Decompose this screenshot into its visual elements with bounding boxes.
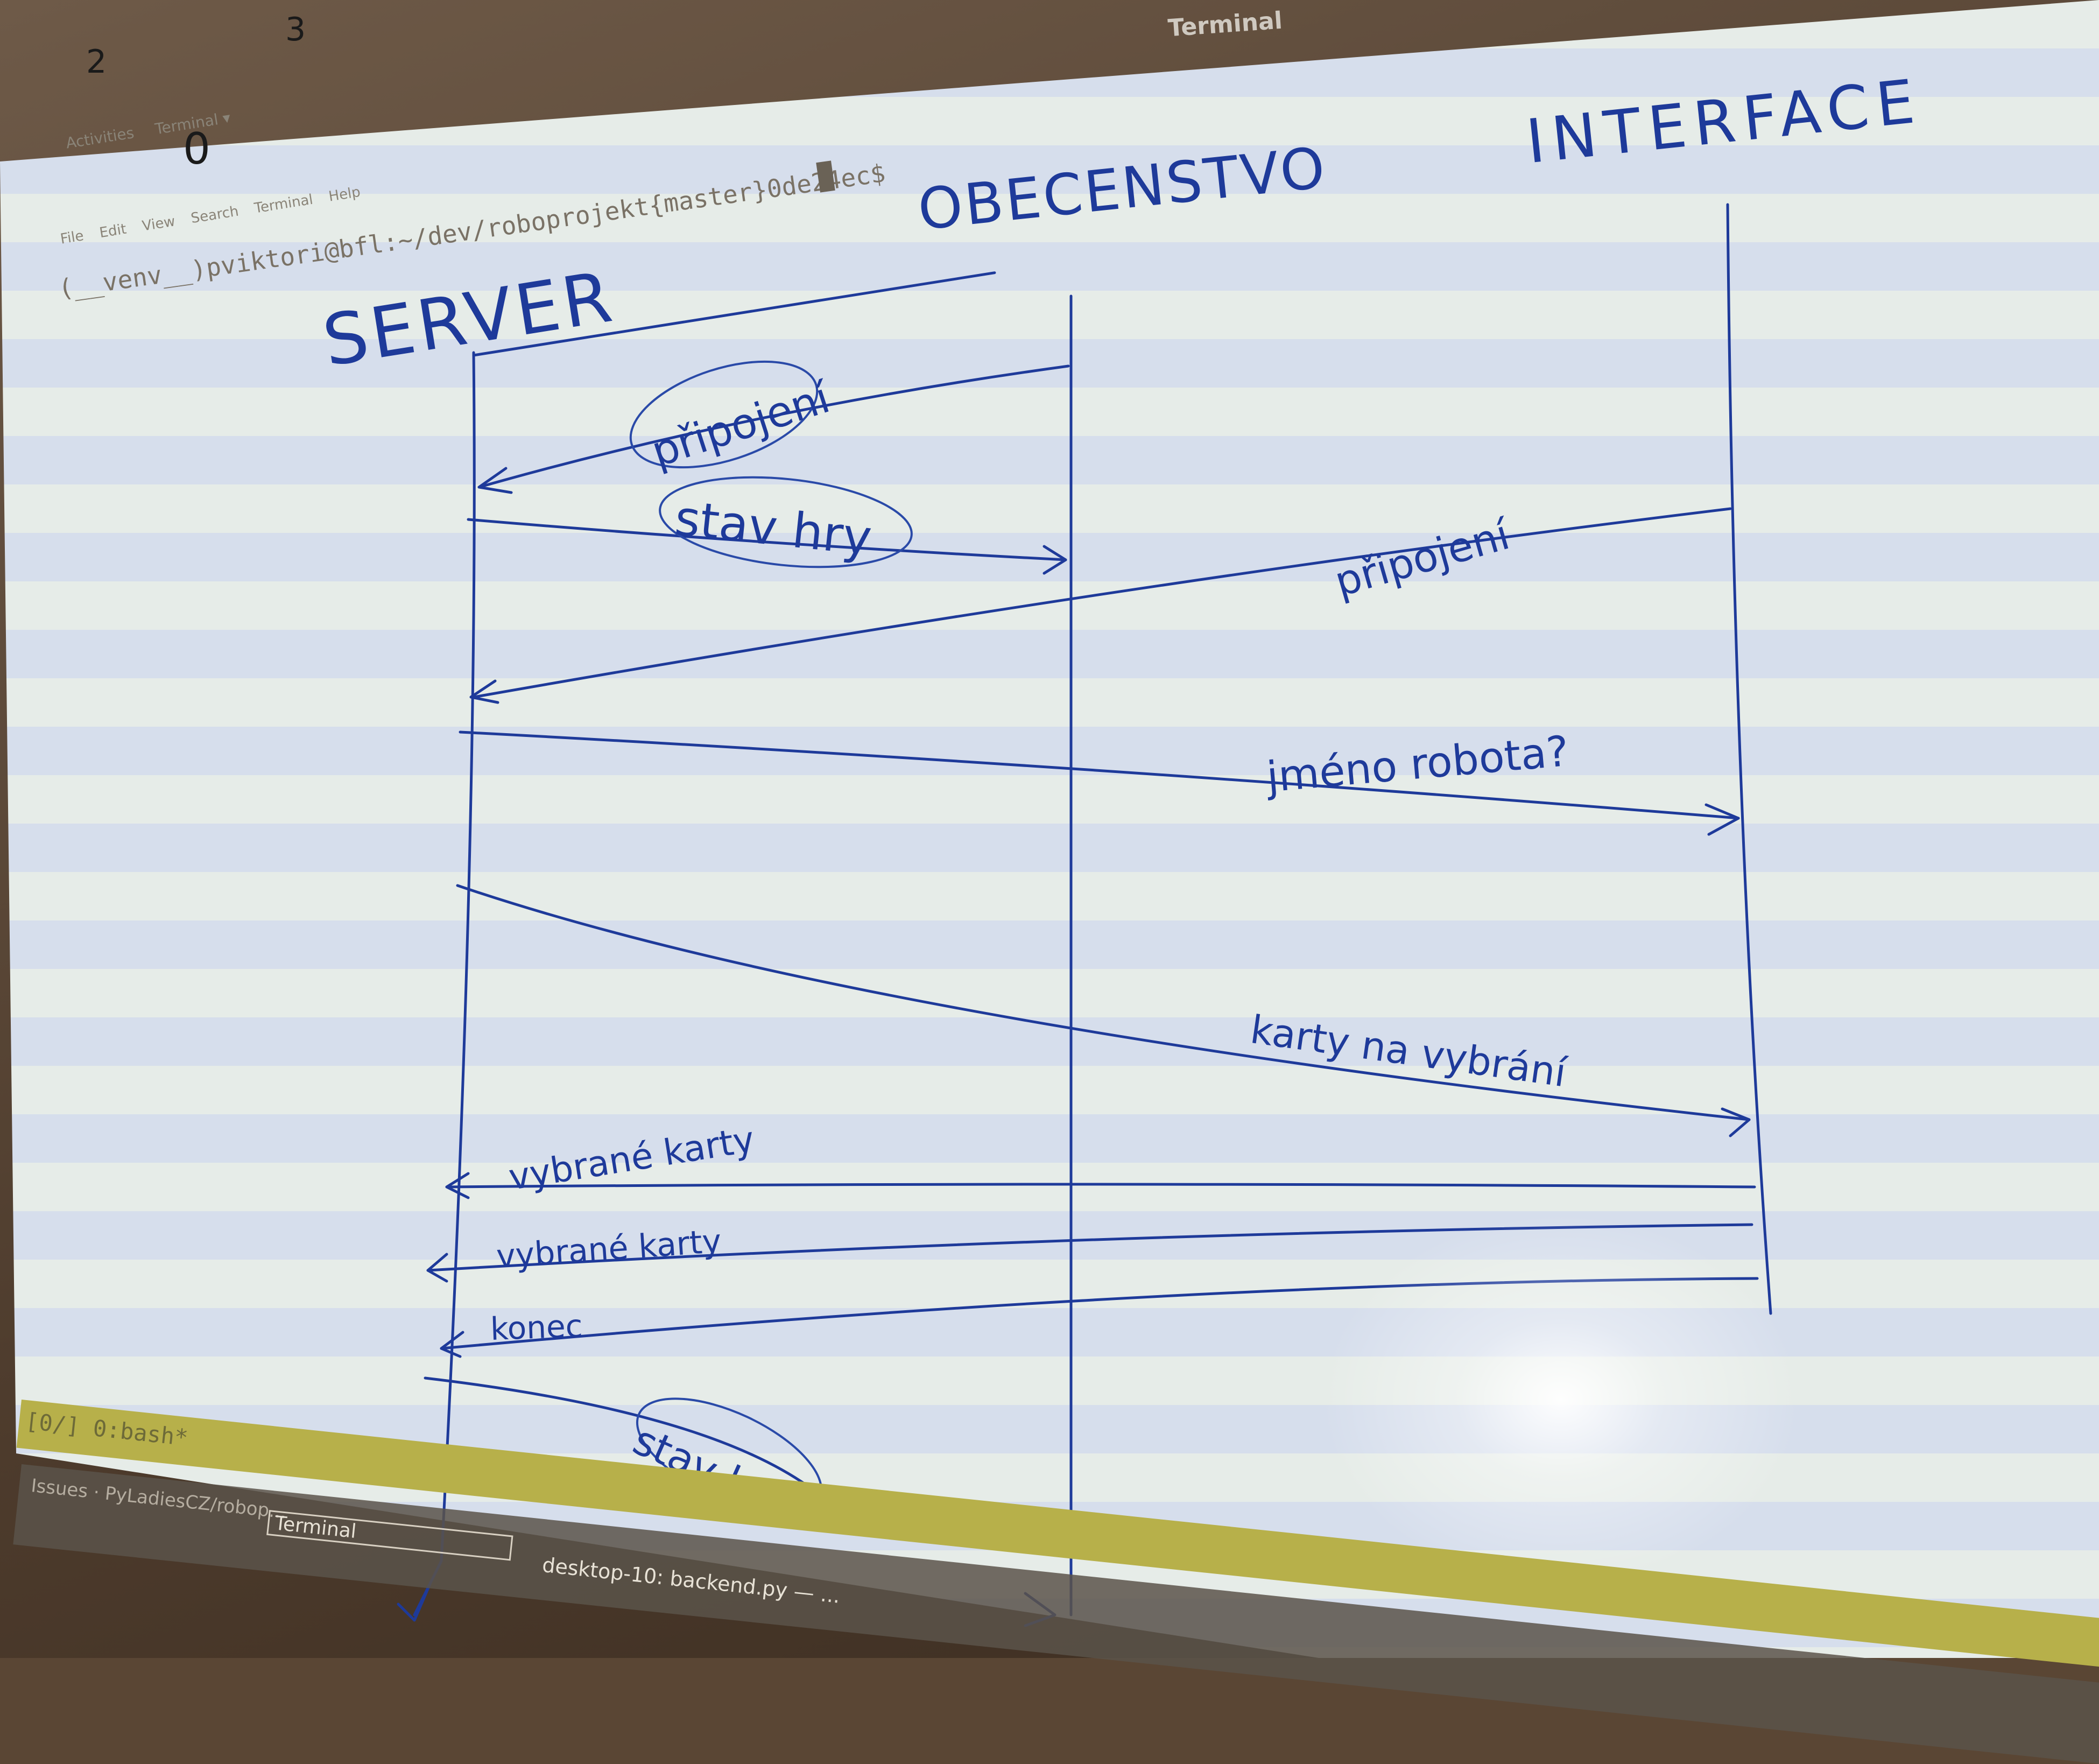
msg-stav-hry-1 xyxy=(467,518,1067,561)
lifeline-obecenstvo xyxy=(1068,294,1073,1617)
marker-digit-2: 2 xyxy=(86,43,107,81)
msg-konec-head xyxy=(440,1331,464,1358)
msg-pripojeni-interface-head xyxy=(469,679,499,704)
lifeline-server xyxy=(413,351,476,1617)
msg-jmeno-robota xyxy=(459,730,1740,820)
msg-stav-hry-1-head xyxy=(1043,545,1067,575)
lifeline-server-arrowhead xyxy=(397,1581,432,1622)
lifeline-interface xyxy=(1726,203,1772,1315)
msg-stav-hry-2 xyxy=(424,1376,809,1487)
msg-karty-na-vybrani-head xyxy=(1721,1107,1751,1137)
bubble-pripojeni xyxy=(629,360,819,469)
msg-pripojeni-obecenstvo-head xyxy=(477,467,513,494)
msg-pripojeni-interface xyxy=(472,507,1732,699)
msg-vybrane-karty-1 xyxy=(445,1183,1756,1189)
msg-karty-na-vybrani xyxy=(456,884,1751,1121)
bubble-stav-hry-1 xyxy=(659,476,913,568)
msg-vybrane-karty-1-head xyxy=(445,1172,470,1199)
server-underline xyxy=(472,271,996,357)
msg-pripojeni-obecenstvo xyxy=(477,364,1070,489)
msg-jmeno-robota-head xyxy=(1704,803,1740,836)
marker-digit-3: 3 xyxy=(285,11,306,48)
projector-glare xyxy=(1319,1211,1803,1588)
label-konec: konec xyxy=(490,1308,583,1347)
msg-vybrane-karty-2-head xyxy=(426,1253,448,1283)
marker-digit-0: 0 xyxy=(183,124,210,174)
